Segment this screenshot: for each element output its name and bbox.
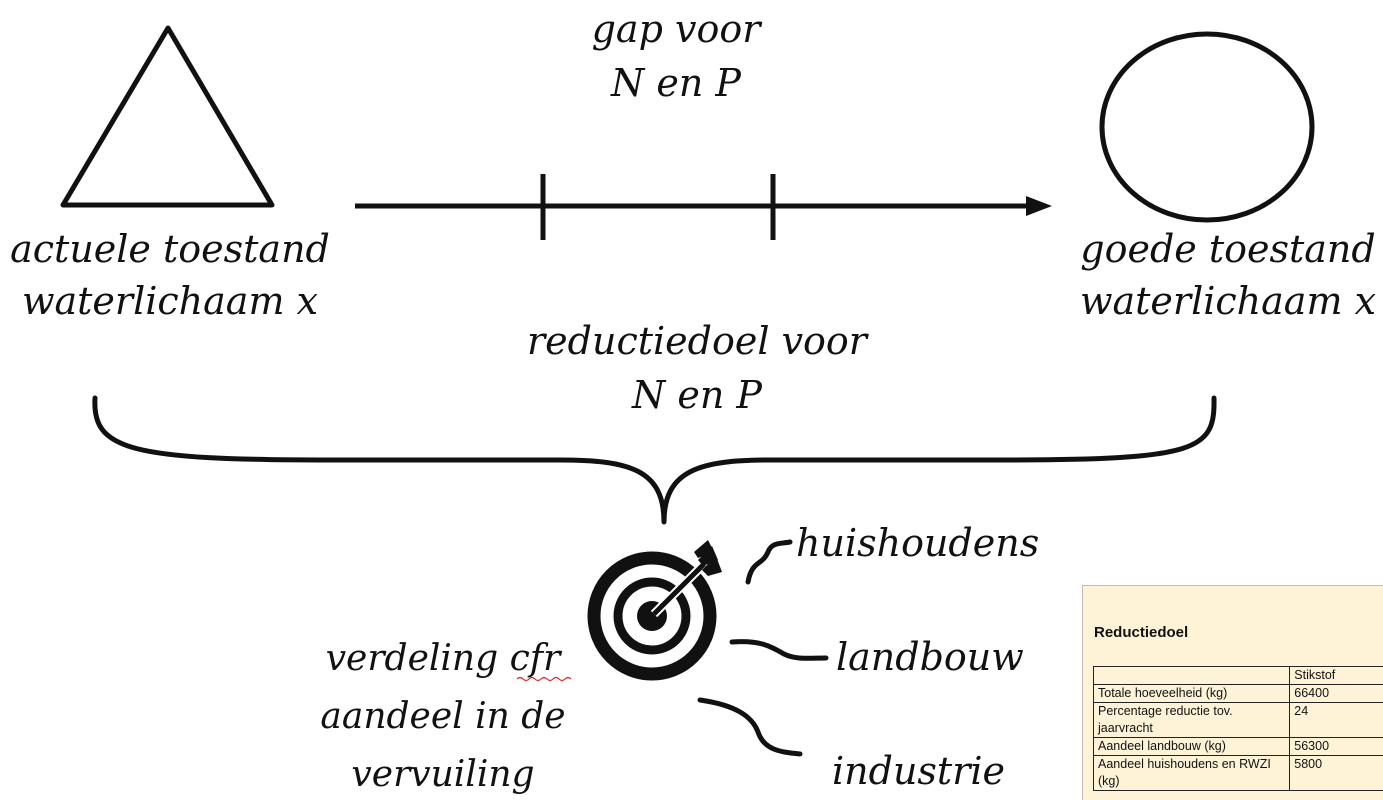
distribution-line3: vervuiling [351, 754, 534, 795]
table-header-row: Stikstof [1094, 667, 1383, 685]
table-cell: Aandeel landbouw (kg) [1094, 738, 1290, 756]
gap-arrow-head [1026, 196, 1052, 216]
left-state-line1: actuele toestand [10, 227, 330, 271]
reduction-table-panel: Reductiedoel Stikstof Totale hoeveelheid… [1082, 585, 1383, 800]
reduction-label-line1: reductiedoel voor [527, 319, 870, 363]
reduction-table: Stikstof Totale hoeveelheid (kg) 66400 P… [1093, 666, 1383, 791]
sector-households: huishoudens [796, 521, 1039, 565]
target-icon [594, 540, 722, 674]
distribution-line2: aandeel in de [320, 696, 565, 737]
table-header-cell [1094, 667, 1290, 685]
table-cell: Percentage reductie tov. jaarvracht [1094, 703, 1290, 738]
table-header-cell: Stikstof [1290, 667, 1383, 685]
reduction-label-line2: N en P [631, 373, 763, 417]
gap-label-line1: gap voor [592, 7, 764, 51]
table-cell: 24 [1290, 703, 1383, 738]
left-state-line2: waterlichaam x [22, 279, 318, 323]
circle-shape [1102, 34, 1312, 220]
table-row: Percentage reductie tov. jaarvracht 24 [1094, 703, 1383, 738]
table-row: Aandeel landbouw (kg) 56300 [1094, 738, 1383, 756]
table-cell: Totale hoeveelheid (kg) [1094, 685, 1290, 703]
table-cell: 66400 [1290, 685, 1383, 703]
right-state-line2: waterlichaam x [1080, 279, 1376, 323]
table-row: Aandeel huishoudens en RWZI (kg) 5800 [1094, 756, 1383, 791]
connector-industry [700, 700, 800, 754]
table-row: Totale hoeveelheid (kg) 66400 [1094, 685, 1383, 703]
connector-agriculture [732, 642, 826, 659]
sector-industry: industrie [832, 749, 1005, 793]
distribution-line1: verdeling cfr [326, 638, 562, 679]
sector-agriculture: landbouw [836, 635, 1024, 679]
connector-households [748, 542, 790, 582]
triangle-shape [63, 28, 272, 205]
table-cell: Aandeel huishoudens en RWZI (kg) [1094, 756, 1290, 791]
table-cell: 56300 [1290, 738, 1383, 756]
table-cell: 5800 [1290, 756, 1383, 791]
table-title: Reductiedoel [1094, 624, 1188, 641]
right-state-line1: goede toestand [1080, 227, 1375, 271]
gap-label-line2: N en P [610, 61, 742, 105]
